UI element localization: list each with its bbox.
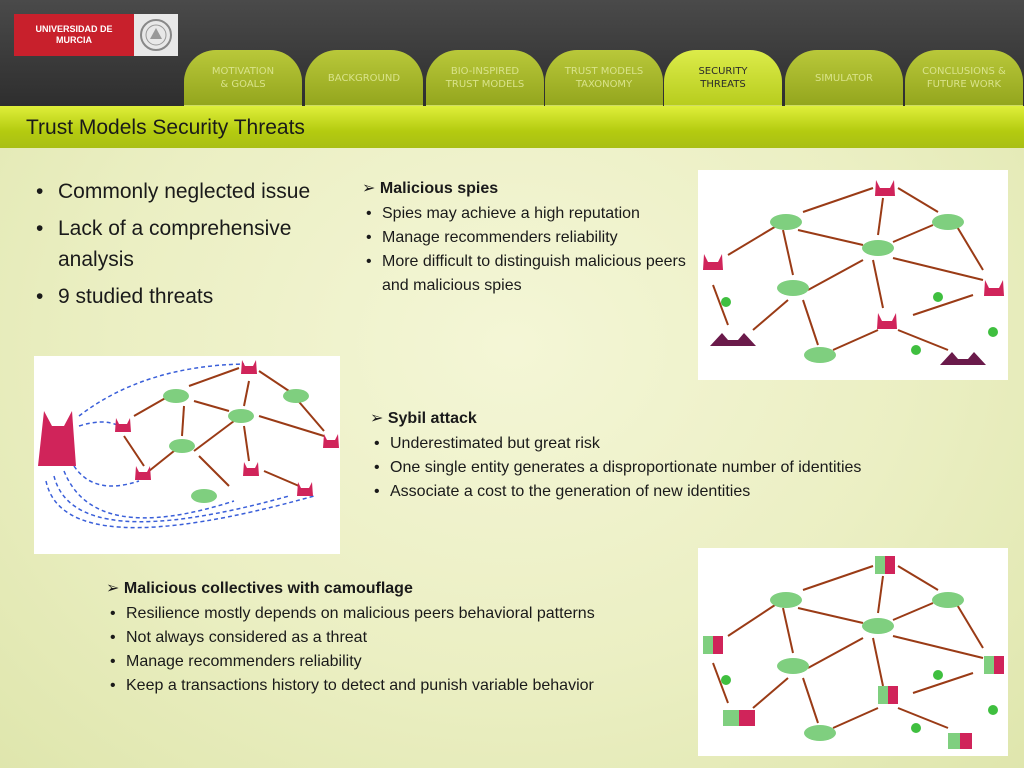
list-item: More difficult to distinguish malicious … (362, 250, 692, 298)
list-item: Manage recommenders reliability (362, 226, 692, 250)
slide-title-bar (0, 106, 1024, 148)
malicious-spies-heading: Malicious spies (362, 176, 692, 202)
malicious-spies-block: Malicious spies Spies may achieve a high… (362, 176, 692, 298)
malicious-collectives-heading: Malicious collectives with camouflage (106, 576, 686, 602)
sybil-attack-block: Sybil attack Underestimated but great ri… (370, 406, 970, 504)
sybil-attack-heading: Sybil attack (370, 406, 970, 432)
list-item: Associate a cost to the generation of ne… (370, 480, 970, 504)
main-bullet: 9 studied threats (36, 281, 336, 312)
collectives-network-graph (703, 556, 1004, 749)
university-seal-icon (134, 14, 178, 56)
list-item: Spies may achieve a high reputation (362, 202, 692, 226)
slide-title: Trust Models Security Threats (26, 116, 305, 139)
list-item: One single entity generates a disproport… (370, 456, 970, 480)
main-bullet: Lack of a comprehensive analysis (36, 213, 336, 275)
malicious-spies-network-image (698, 170, 1008, 380)
tab-motivation-goals[interactable]: MOTIVATION& GOALS (184, 50, 302, 106)
list-item: Resilience mostly depends on malicious p… (106, 602, 686, 626)
malicious-collectives-block: Malicious collectives with camouflage Re… (106, 576, 686, 698)
logo-text-line2: MURCIA (56, 35, 92, 45)
list-item: Not always considered as a threat (106, 626, 686, 650)
tab-background[interactable]: BACKGROUND (305, 50, 423, 106)
main-bullet-list: Commonly neglected issue Lack of a compr… (36, 176, 336, 318)
malicious-collectives-network-image (698, 548, 1008, 756)
tab-simulator[interactable]: SIMULATOR (785, 50, 903, 106)
list-item: Keep a transactions history to detect an… (106, 674, 686, 698)
main-bullet: Commonly neglected issue (36, 176, 336, 207)
tab-conclusions-future-work[interactable]: CONCLUSIONS &FUTURE WORK (905, 50, 1023, 106)
sybil-network-graph (38, 360, 339, 529)
sybil-attack-network-image (34, 356, 340, 554)
logo-text-line1: UNIVERSIDAD DE (35, 24, 113, 34)
list-item: Underestimated but great risk (370, 432, 970, 456)
list-item: Manage recommenders reliability (106, 650, 686, 674)
spies-network-graph (703, 180, 1004, 365)
